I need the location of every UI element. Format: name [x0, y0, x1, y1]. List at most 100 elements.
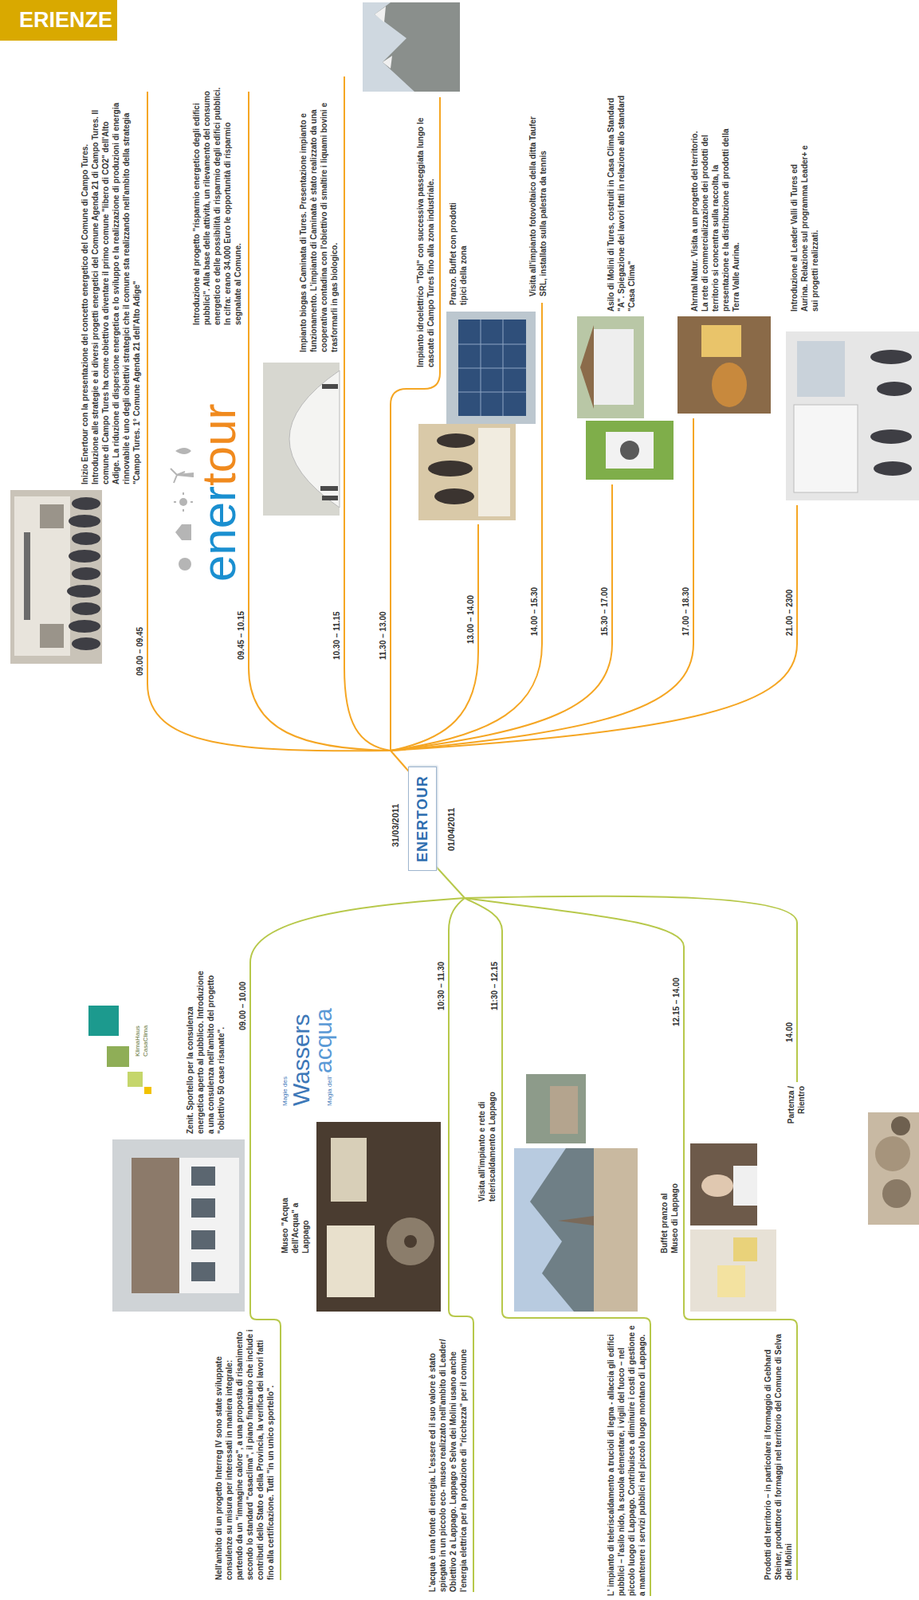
label-holder: 09.00 – 09.45	[135, 627, 146, 676]
photo	[263, 362, 340, 516]
illustration-part	[179, 498, 188, 507]
label-holder: 11:30 – 12.15	[490, 962, 500, 1011]
photo	[867, 1112, 919, 1226]
illustration-part	[71, 637, 101, 651]
logo-icons	[170, 447, 193, 571]
illustration-part	[870, 349, 912, 365]
illustration-part	[178, 557, 192, 571]
illustration-part	[179, 1158, 240, 1294]
illustration-part	[690, 1229, 777, 1312]
illustration-part	[263, 362, 340, 516]
illustration-part	[362, 2, 460, 92]
illustration-part	[374, 6, 393, 69]
photo	[10, 490, 103, 664]
illustration-part	[131, 1158, 180, 1294]
illustration-part	[882, 1179, 912, 1209]
illustration-part	[191, 1230, 216, 1250]
description-text: L' impianto di teleriscaldamento a truci…	[605, 1325, 648, 1597]
illustration-part	[191, 1166, 216, 1187]
label-holder: 09.00 – 10.00	[238, 981, 248, 1031]
illustration-part	[577, 316, 645, 419]
illustration-part	[526, 1074, 586, 1144]
illustration-part	[733, 1237, 758, 1262]
illustration-part	[386, 1217, 435, 1266]
description-text: Pranzo. Buffet con prodotti tipici della…	[447, 201, 469, 306]
photo	[316, 1122, 441, 1312]
illustration-part	[458, 319, 527, 417]
description-text: Introduzione al Leader Valli di Tures ed…	[789, 144, 821, 312]
illustration-part	[71, 602, 101, 616]
illustration-part	[690, 1143, 758, 1226]
leader-line	[390, 302, 542, 751]
label-holder: 17.00 – 18.30	[681, 587, 692, 637]
illustration-part	[175, 524, 192, 541]
label-holder: 10:30 – 11.30	[436, 962, 447, 1011]
description-text: Inizio Enertour con la presentazione del…	[79, 98, 142, 485]
illustration-part	[436, 433, 476, 448]
label-holder: 01/04/2011	[446, 808, 457, 852]
illustration-part	[530, 1148, 638, 1312]
time-label: 21.00 – 2300	[785, 589, 795, 637]
leader-line	[432, 862, 465, 899]
illustration-part	[446, 311, 536, 425]
time-label: 09.00 – 10.00	[238, 981, 248, 1031]
illustration-part	[39, 624, 64, 649]
illustration-part	[127, 1072, 143, 1088]
description-text: Ahrntal Natur. Visita a un progetto del …	[689, 128, 742, 312]
photo	[418, 424, 516, 521]
illustration-part	[711, 362, 747, 408]
label-holder: Visita all'impianto e rete di teleriscal…	[476, 1074, 498, 1202]
illustration-part	[593, 329, 634, 405]
label-holder: 14.00 – 15.30	[530, 587, 540, 637]
illustration-part	[549, 1086, 578, 1135]
illustration-part	[175, 447, 192, 455]
title-box: ENERTOUR	[408, 766, 437, 872]
illustration-part	[71, 567, 101, 581]
illustration-part	[68, 514, 101, 528]
date-label: 01/04/2011	[446, 808, 457, 852]
description-text: Visita all'impianto e rete di teleriscal…	[476, 1074, 498, 1202]
illustration-part	[191, 1198, 216, 1218]
description-text: Zenit. Sportello per la consulenza energ…	[184, 970, 227, 1135]
logo-text: Magie des	[281, 1076, 290, 1107]
logo-text: Wassers	[290, 1013, 313, 1107]
time-label: 10.30 – 11.15	[332, 611, 342, 660]
description-text: Impianto biogas a Caminata di Tures. Pre…	[298, 77, 340, 353]
description-text: Partenza / Rientro	[785, 1086, 807, 1138]
label-holder: Nell'ambito di un progetto Interreg IV s…	[213, 1325, 276, 1581]
illustration-part	[428, 433, 476, 505]
illustration-part	[891, 1116, 911, 1136]
label-holder: 09.45 – 10.15	[236, 611, 247, 660]
day1-lines	[147, 76, 798, 777]
illustration-part	[870, 429, 912, 444]
illustration-part	[66, 585, 101, 598]
description-text: Introduzione al progetto "risparmio ener…	[191, 86, 244, 326]
time-label: 11:30 – 12.15	[490, 962, 500, 1011]
illustration-part	[88, 1005, 119, 1037]
label-holder: 10.30 – 11.15	[332, 611, 342, 660]
label-holder: 12.15 – 14.00	[671, 977, 682, 1027]
logo-row: Magie des	[275, 1008, 291, 1107]
description-text: Visita all'impianto fotovoltaico della d…	[527, 105, 549, 297]
illustration-part	[374, 2, 460, 92]
illustration-part	[867, 1112, 919, 1226]
photo	[526, 1074, 586, 1144]
illustration-part	[605, 432, 654, 469]
description-text: Buffet pranzo al Museo di Lappago	[659, 1170, 680, 1254]
illustration-part	[23, 532, 31, 621]
section-tag-text: ERIENZE	[0, 0, 118, 41]
illustration-part	[68, 549, 101, 563]
illustration-part	[322, 384, 338, 389]
illustration-part	[434, 488, 475, 505]
label-holder: 15.30 – 17.00	[600, 587, 610, 637]
illustration-part	[404, 1235, 417, 1249]
label-holder: L' impianto di teleriscaldamento a truci…	[605, 1325, 648, 1597]
label-holder: Introduzione al progetto "risparmio ener…	[191, 86, 244, 326]
illustration-part	[14, 496, 71, 656]
illustration-part	[106, 1046, 130, 1068]
photo	[690, 1229, 777, 1312]
label-holder: Inizio Enertour con la presentazione del…	[79, 98, 142, 485]
label-holder: 11.30 – 13.00	[378, 611, 389, 660]
label-holder: Impianto biogas a Caminata di Tures. Pre…	[298, 77, 340, 353]
illustration-part	[733, 1166, 758, 1206]
